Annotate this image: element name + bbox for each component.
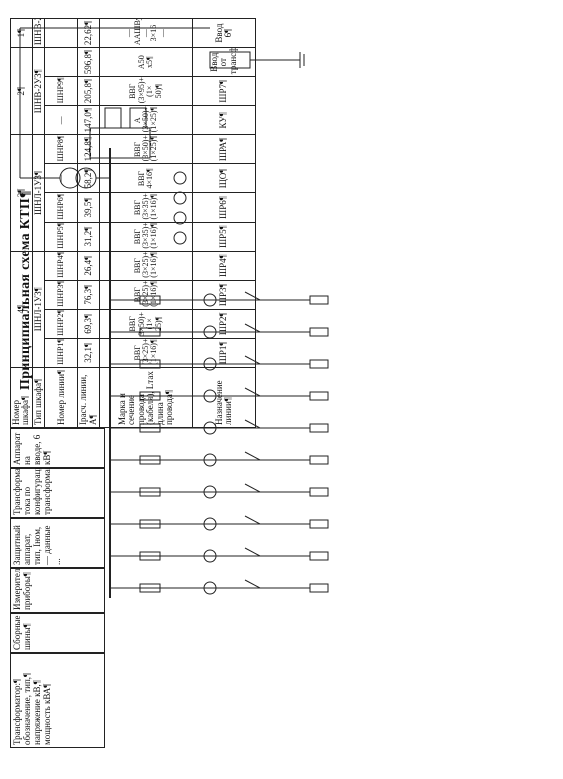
purpose-cell: Ввод от трансформатора¶ bbox=[192, 47, 256, 77]
purpose-cell: ШР5¶ bbox=[192, 222, 256, 252]
current-cell: 39,5¶ bbox=[77, 192, 100, 223]
cabinet-number-cell: 2¶ bbox=[10, 47, 33, 135]
feeder-table: Номер шкафа¶4¶3¶2¶1¶Тип шкафа¶ШНЛ-1УЗ¶ШН… bbox=[10, 18, 256, 428]
row-header: Тип шкафа¶ bbox=[32, 367, 45, 428]
current-cell: 124,8¶ bbox=[77, 134, 100, 164]
line-number-cell: — bbox=[44, 163, 78, 193]
label-busbar: Сборные шины¶ bbox=[10, 613, 105, 653]
line-number-cell: ШНР1¶ bbox=[44, 338, 78, 368]
current-cell: 31,2¶ bbox=[77, 222, 100, 252]
cabinet-number-cell: 4¶ bbox=[10, 251, 33, 368]
purpose-cell: ШР4¶ bbox=[192, 251, 256, 281]
line-number-cell: ШНР4¶ bbox=[44, 251, 78, 281]
cable-cell: ВВГ (3×35)+ (1×16)¶ bbox=[99, 192, 193, 223]
current-cell: 205,8¶ bbox=[77, 76, 100, 106]
purpose-cell: ШР2¶ bbox=[192, 309, 256, 339]
row-header: Номер линии¶ bbox=[44, 367, 78, 428]
purpose-cell: ШР3¶ bbox=[192, 280, 256, 310]
label-protection: Защитный аппарат, тип, Iном,— данные ... bbox=[10, 518, 105, 568]
cable-cell: А (3×50)+(1×25)¶ bbox=[99, 105, 193, 135]
feeder-line bbox=[110, 547, 329, 563]
row-header: Марка и сечение провода (кабеля), Lтах д… bbox=[99, 367, 193, 428]
feeder-line bbox=[110, 355, 329, 371]
current-cell: 32,1¶ bbox=[77, 338, 100, 368]
feeder-line bbox=[110, 419, 329, 435]
line-number-cell: — bbox=[44, 105, 78, 135]
cable-cell: ВВГ 4×16¶ bbox=[99, 163, 193, 193]
cabinet-type-cell: ШНЛ-1УЗ¶ bbox=[32, 251, 45, 368]
feeder-line bbox=[110, 387, 329, 403]
line-number-cell: ШНР2¶ bbox=[44, 309, 78, 339]
cabinet-type-cell: ШНЛ-1УЗ¶ bbox=[32, 134, 45, 252]
label-transformer: Трансформатор:¶ обозначение, тип,¶ напря… bbox=[10, 653, 105, 748]
purpose-cell: КУ¶ bbox=[192, 105, 256, 135]
current-cell: 58,2¶ bbox=[77, 163, 100, 193]
row-cabinet-type: Тип шкафа¶ШНЛ-1УЗ¶ШНЛ-1УЗ¶ШНВ-2УЗ¶ШНВ-2У… bbox=[32, 18, 45, 428]
feeder-line bbox=[110, 483, 329, 499]
cabinet-type-cell: ШНВ-2УЗ¶ bbox=[32, 18, 45, 48]
feeder-line bbox=[110, 451, 329, 467]
cable-cell: ВВГ 3×50)+(1× 25)¶ bbox=[99, 309, 193, 339]
feeder-line bbox=[110, 515, 329, 531]
cable-cell: ВВГ (3×35)+ (1×16)¶ bbox=[99, 222, 193, 252]
row-header: Iрасч. линии, А¶ bbox=[77, 367, 100, 428]
current-cell: 76,3¶ bbox=[77, 280, 100, 310]
label-input-device: Аппарат на вводе, 6 кВ¶ bbox=[10, 428, 105, 468]
cable-cell: ВВГ (3×25)+ (1×16)¶ bbox=[99, 251, 193, 281]
cable-cell: —ААШВу— 3×16— bbox=[99, 18, 193, 48]
schematic-diagram bbox=[19, 27, 329, 598]
row-header: Номер шкафа¶ bbox=[10, 367, 33, 428]
cable-cell: ВВГ (3×95)+(1× 50)¶ bbox=[99, 76, 193, 106]
purpose-cell: ШР6¶ bbox=[192, 192, 256, 223]
current-cell: 22,62¶ bbox=[77, 18, 100, 48]
cabinet-type-cell: ШНВ-2УЗ¶ bbox=[32, 47, 45, 135]
cabinet-number-cell: 1¶ bbox=[10, 18, 33, 48]
cable-cell: ВВГ (3×25)+ (1×16)¶ bbox=[99, 280, 193, 310]
line-number-cell: ШНР8¶ bbox=[44, 134, 78, 164]
row-current: Iрасч. линии, А¶32,1¶69,3¶76,3¶26,4¶31,2… bbox=[77, 18, 100, 428]
line-number-cell bbox=[44, 47, 78, 77]
cable-cell: ВВГ (3×25)+ (1×16)¶ bbox=[99, 338, 193, 368]
feeder-line bbox=[110, 579, 329, 595]
line-number-cell: ШНР3¶ bbox=[44, 280, 78, 310]
line-number-cell: ШНР6¶ bbox=[44, 192, 78, 223]
purpose-cell: Ввод 6¶ bbox=[192, 18, 256, 48]
line-number-cell: ШНР5¶ bbox=[44, 222, 78, 252]
current-cell: 147,0¶ bbox=[77, 105, 100, 135]
row-num: Номер линии¶ШНР1¶ШНР2¶ШНР3¶ШНР4¶ШНР5¶ШНР… bbox=[44, 18, 78, 428]
row-header: Назначение линии¶ bbox=[192, 367, 256, 428]
row-cabinet-number: Номер шкафа¶4¶3¶2¶1¶ bbox=[10, 18, 33, 428]
purpose-cell: ШРА¶ bbox=[192, 134, 256, 164]
rotated-sheet: Трансформатор:¶ обозначение, тип,¶ напря… bbox=[10, 18, 555, 748]
current-cell: 596,8¶ bbox=[77, 47, 100, 77]
purpose-cell: ЩО¶ bbox=[192, 163, 256, 193]
line-number-cell: ШНР9¶ bbox=[44, 76, 78, 106]
feeder-line bbox=[110, 291, 329, 307]
current-cell: 26,4¶ bbox=[77, 251, 100, 281]
label-current-transformer: Трансформатор тока по конфигурации транс… bbox=[10, 451, 105, 518]
row-cable: Марка и сечение провода (кабеля), Lтах д… bbox=[99, 18, 193, 428]
cabinet-number-cell: 3¶ bbox=[10, 134, 33, 252]
purpose-cell: ШР7¶ bbox=[192, 76, 256, 106]
current-cell: 69,3¶ bbox=[77, 309, 100, 339]
label-meters: Измерительные приборы¶ bbox=[10, 550, 105, 613]
feeder-line bbox=[110, 323, 329, 339]
row-purpose: Назначение линии¶ШР1¶ШР2¶ШР3¶ШР4¶ШР5¶ШР6… bbox=[192, 18, 256, 428]
line-number-cell bbox=[44, 18, 78, 48]
cable-cell: А50 х5¶ bbox=[99, 47, 193, 77]
cable-cell: ВВГ (3×50)+ (1×25)¶ bbox=[99, 134, 193, 164]
purpose-cell: ШР1¶ bbox=[192, 338, 256, 368]
